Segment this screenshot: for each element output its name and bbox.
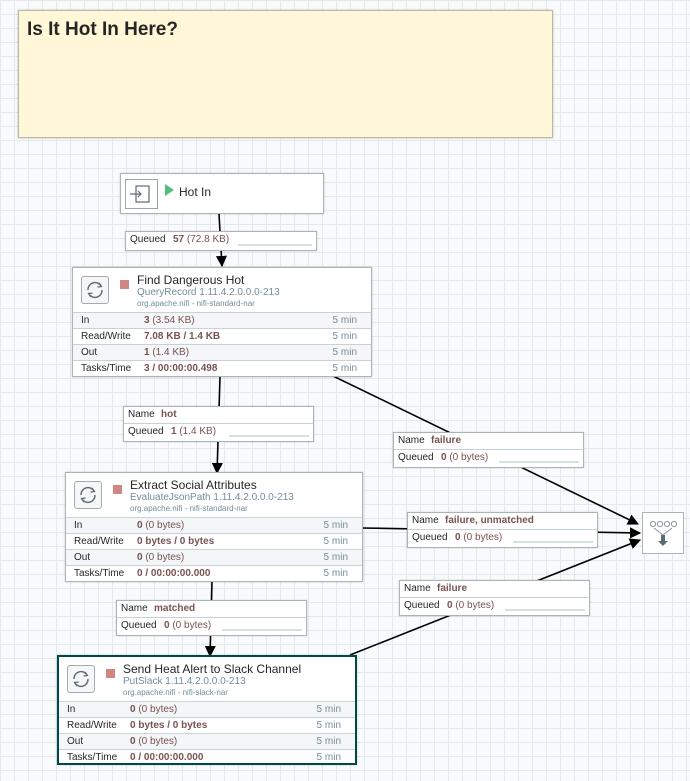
queued-label: Queued: [130, 234, 166, 245]
queue-bar: [229, 435, 309, 437]
stat-in: In 3 (3.54 KB) 5 min: [73, 312, 371, 328]
processor-type: EvaluateJsonPath 1.11.4.2.0.0.0-213: [130, 492, 294, 503]
processor-bundle: org.apache.nifi - nifi-standard-nar: [137, 299, 255, 308]
processor-name: Find Dangerous Hot: [137, 273, 245, 287]
stat-out: Out 0 (0 bytes) 5 min: [59, 733, 355, 749]
input-port-hot-in[interactable]: Hot In: [120, 173, 324, 214]
processor-stats: In 0 (0 bytes) 5 min Read/Write 0 bytes …: [59, 701, 355, 765]
queued-size: (72.8 KB): [186, 234, 230, 245]
port-name: Hot In: [179, 185, 212, 199]
connection-failure-2[interactable]: Name failure Queued 0 (0 bytes): [399, 580, 590, 616]
connection-name: hot: [161, 409, 177, 420]
stopped-icon: [120, 280, 129, 289]
connection-hot-in[interactable]: Queued 57 (72.8 KB): [125, 231, 317, 251]
processor-stats: In 3 (3.54 KB) 5 min Read/Write 7.08 KB …: [73, 312, 371, 376]
running-play-icon: [165, 184, 174, 196]
processor-icon: [81, 276, 109, 304]
stopped-icon: [113, 485, 122, 494]
processor-name: Send Heat Alert to Slack Channel: [123, 662, 302, 676]
processor-find-dangerous-hot[interactable]: Find Dangerous Hot QueryRecord 1.11.4.2.…: [72, 267, 372, 377]
connection-failure-unmatched[interactable]: Name failure, unmatched Queued 0 (0 byte…: [407, 512, 598, 548]
processor-bundle: org.apache.nifi - nifi-standard-nar: [130, 504, 248, 513]
processor-stats: In 0 (0 bytes) 5 min Read/Write 0 bytes …: [66, 517, 362, 581]
queue-bar: [505, 609, 585, 611]
canvas-label[interactable]: Is It Hot In Here?: [18, 10, 553, 138]
processor-send-heat-alert[interactable]: Send Heat Alert to Slack Channel PutSlac…: [57, 655, 357, 765]
stat-read-write: Read/Write 0 bytes / 0 bytes 5 min: [59, 717, 355, 733]
queue-bar: [499, 461, 579, 463]
connection-hot[interactable]: Name hot Queued 1 (1.4 KB): [123, 406, 314, 442]
stat-tasks-time: Tasks/Time 0 / 00:00:00.000 5 min: [59, 749, 355, 765]
connection-matched[interactable]: Name matched Queued 0 (0 bytes): [116, 600, 307, 636]
processor-type: PutSlack 1.11.4.2.0.0.0-213: [123, 676, 246, 687]
stat-tasks-time: Tasks/Time 0 / 00:00:00.000 5 min: [66, 565, 362, 581]
stopped-icon: [106, 669, 115, 678]
processor-extract-social-attributes[interactable]: Extract Social Attributes EvaluateJsonPa…: [65, 472, 363, 582]
stat-read-write: Read/Write 0 bytes / 0 bytes 5 min: [66, 533, 362, 549]
label-text: Is It Hot In Here?: [27, 19, 178, 40]
funnel[interactable]: [642, 512, 684, 554]
stat-read-write: Read/Write 7.08 KB / 1.4 KB 5 min: [73, 328, 371, 344]
connection-failure-1[interactable]: Name failure Queued 0 (0 bytes): [393, 432, 584, 468]
queued-count: 57: [173, 234, 185, 245]
stat-out: Out 0 (0 bytes) 5 min: [66, 549, 362, 565]
funnel-icon: [649, 520, 678, 546]
processor-icon: [74, 481, 102, 509]
stat-in: In 0 (0 bytes) 5 min: [59, 701, 355, 717]
queue-bar: [238, 244, 312, 246]
processor-icon: [67, 665, 95, 693]
processor-type: QueryRecord 1.11.4.2.0.0.0-213: [137, 287, 280, 298]
input-port-icon: [125, 179, 158, 209]
processor-name: Extract Social Attributes: [130, 478, 257, 492]
stat-out: Out 1 (1.4 KB) 5 min: [73, 344, 371, 360]
stat-tasks-time: Tasks/Time 3 / 00:00:00.498 5 min: [73, 360, 371, 376]
queue-bar: [513, 541, 593, 543]
stat-in: In 0 (0 bytes) 5 min: [66, 517, 362, 533]
processor-bundle: org.apache.nifi - nifi-slack-nar: [123, 688, 228, 697]
queue-bar: [222, 629, 302, 631]
